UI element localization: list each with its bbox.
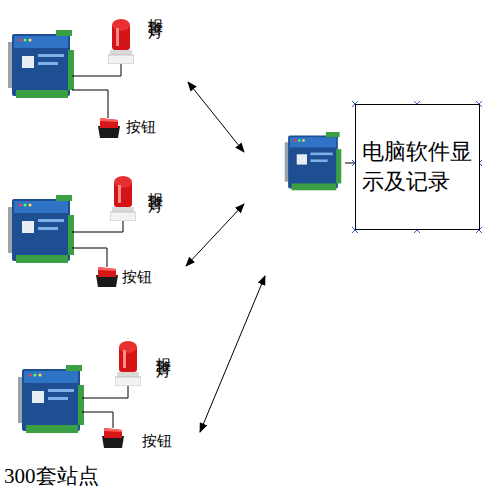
wire	[72, 90, 108, 118]
alarm-lamp	[108, 19, 134, 64]
selection-handles	[352, 101, 482, 233]
alarm-lamp	[110, 176, 136, 221]
part-label: 报警灯	[154, 345, 173, 354]
controller-module	[8, 195, 74, 263]
link-arrow	[188, 82, 244, 152]
push-button	[96, 267, 118, 287]
part-label: 按钮	[142, 432, 172, 451]
wire	[82, 412, 113, 428]
wire	[345, 163, 355, 164]
controller-module	[18, 365, 84, 433]
part-label: 按钮	[126, 118, 156, 137]
part-label: 报警灯	[146, 6, 165, 15]
link-arrow	[200, 276, 265, 432]
link-arrow	[186, 204, 244, 266]
alarm-lamp	[115, 341, 141, 386]
controller-module	[285, 132, 342, 190]
part-label: 报警灯	[146, 180, 165, 189]
software-box: 电脑软件显示及记录	[355, 104, 480, 230]
wire	[82, 386, 128, 398]
wire	[72, 64, 121, 76]
push-button	[98, 118, 120, 138]
site-count-label: 300套站点	[4, 462, 99, 490]
part-label: 按钮	[122, 268, 152, 287]
wire	[72, 221, 123, 232]
box-text: 电脑软件显示及记录	[356, 137, 479, 197]
controller-module	[8, 30, 74, 98]
push-button	[102, 428, 124, 448]
wire	[72, 248, 107, 267]
